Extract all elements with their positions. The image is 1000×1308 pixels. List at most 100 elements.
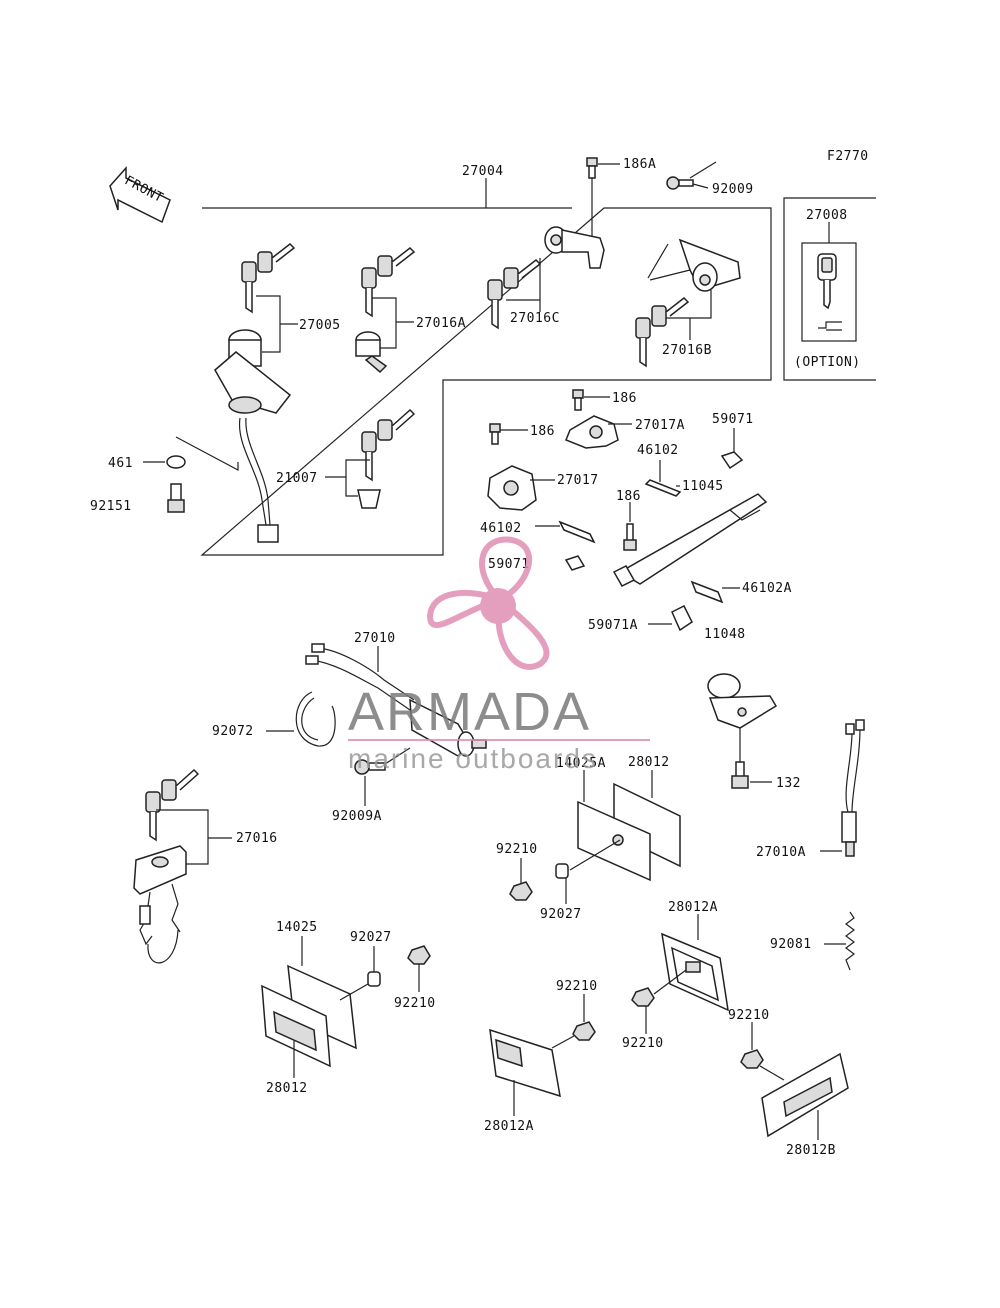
reflector-28012A-bottom-icon (489, 1028, 561, 1098)
clip-59071-top-icon (720, 451, 744, 470)
seat-lock-27016C-icon (544, 226, 605, 269)
ignition-switch-icon (214, 329, 292, 543)
label-21007: 21007 (276, 471, 318, 486)
key-pair-21007-icon (361, 408, 416, 482)
handle-bar-11045-icon (612, 493, 768, 587)
key-pair-27016A-icon (361, 247, 416, 318)
reflector-28012A-top-icon (661, 932, 729, 1012)
bracket-27017-icon (487, 465, 537, 511)
key-set-box (200, 207, 772, 556)
clip-59071-left-icon (564, 555, 586, 571)
lock-27016B-icon (647, 238, 741, 292)
label-14025: 14025 (276, 920, 318, 935)
reflector-28012B-icon (761, 1052, 849, 1138)
label-46102-left: 46102 (480, 521, 522, 536)
label-92081: 92081 (770, 937, 812, 952)
label-92027-a: 92027 (540, 907, 582, 922)
lock-cylinder-27016A-icon (355, 331, 388, 374)
nut-92210-c-icon (572, 1021, 596, 1041)
screw-92009-icon (666, 176, 694, 190)
spacer-92027-a-icon (555, 863, 569, 879)
band-92072-icon (295, 691, 336, 747)
label-186-left: 186 (530, 424, 555, 439)
label-92009A: 92009A (332, 809, 382, 824)
label-59071A: 59071A (588, 618, 638, 633)
bolt-186A-icon (586, 157, 598, 179)
switch-27010-icon (305, 643, 487, 757)
option-note: (OPTION) (794, 355, 861, 370)
front-arrow-icon: FRONT (109, 166, 171, 224)
figure-code: F2770 (827, 149, 869, 164)
washer-461-icon (166, 455, 186, 469)
wire-guide-46102-top-icon (644, 479, 682, 497)
label-11048: 11048 (704, 627, 746, 642)
key-pair-27016-icon (145, 768, 200, 842)
bracket-132-icon (707, 673, 778, 729)
label-28012A-bottom: 28012A (484, 1119, 534, 1134)
label-27010: 27010 (354, 631, 396, 646)
screw-92009A-icon (354, 759, 386, 775)
label-46102-top: 46102 (637, 443, 679, 458)
reflector-28012-bottom-icon (261, 984, 331, 1068)
bolt-186-top-icon (572, 389, 584, 411)
bolt-186-mid-icon (623, 523, 637, 551)
label-27016C: 27016C (510, 311, 560, 326)
propeller-logo-icon (426, 536, 550, 670)
label-27016A: 27016A (416, 316, 466, 331)
label-92210-d: 92210 (622, 1036, 664, 1051)
label-28012B: 28012B (786, 1143, 836, 1158)
key-pair-27005-icon (241, 243, 296, 314)
spring-92081-icon (845, 911, 855, 971)
label-27017: 27017 (557, 473, 599, 488)
key-pair-27016C-icon (487, 259, 542, 330)
label-92027-b: 92027 (350, 930, 392, 945)
nut-92210-e-icon (740, 1049, 764, 1069)
label-92210-a: 92210 (496, 842, 538, 857)
label-27016: 27016 (236, 831, 278, 846)
watermark-brand: ARMADA (348, 682, 591, 742)
wire-guide-46102-left-icon (558, 520, 596, 544)
bolt-92151-icon (167, 483, 185, 513)
option-box (783, 197, 876, 381)
label-92210-e: 92210 (728, 1008, 770, 1023)
label-92009: 92009 (712, 182, 754, 197)
label-11045: 11045 (682, 479, 724, 494)
label-27010A: 27010A (756, 845, 806, 860)
watermark-tagline: marine outboards (348, 743, 598, 774)
spacer-92027-b-icon (367, 971, 381, 987)
label-27005: 27005 (299, 318, 341, 333)
key-pair-27016B-icon (635, 297, 690, 368)
label-46102A: 46102A (742, 581, 792, 596)
label-59071-left: 59071 (488, 557, 530, 572)
label-92210-c: 92210 (556, 979, 598, 994)
nut-92210-b-icon (407, 945, 431, 965)
label-27017A: 27017A (635, 418, 685, 433)
label-28012-bottom: 28012 (266, 1081, 308, 1096)
nut-92210-d-icon (631, 987, 655, 1007)
bracket-27017A-icon (565, 415, 619, 449)
label-92210-b: 92210 (394, 996, 436, 1011)
label-132: 132 (776, 776, 801, 791)
cap-21007-icon (357, 489, 381, 509)
wire-guide-46102A-icon (690, 580, 724, 604)
label-92072: 92072 (212, 724, 254, 739)
label-14025A: 14025A (556, 756, 606, 771)
label-461: 461 (108, 456, 133, 471)
label-27004: 27004 (462, 164, 504, 179)
label-27008: 27008 (806, 208, 848, 223)
label-92151: 92151 (90, 499, 132, 514)
bolt-132-icon (731, 761, 749, 789)
nut-92210-a-icon (509, 881, 533, 901)
label-28012-top: 28012 (628, 755, 670, 770)
bolt-186-left-icon (489, 423, 501, 445)
option-key-icon (817, 253, 842, 331)
label-59071-top: 59071 (712, 412, 754, 427)
switch-27010A-icon (841, 719, 865, 857)
watermark: ARMADA marine outboards (348, 536, 650, 774)
label-186-top: 186 (612, 391, 637, 406)
label-186-mid: 186 (616, 489, 641, 504)
clip-59071A-icon (671, 604, 693, 632)
chain-lock-27016-icon (133, 845, 187, 964)
label-28012A-top: 28012A (668, 900, 718, 915)
